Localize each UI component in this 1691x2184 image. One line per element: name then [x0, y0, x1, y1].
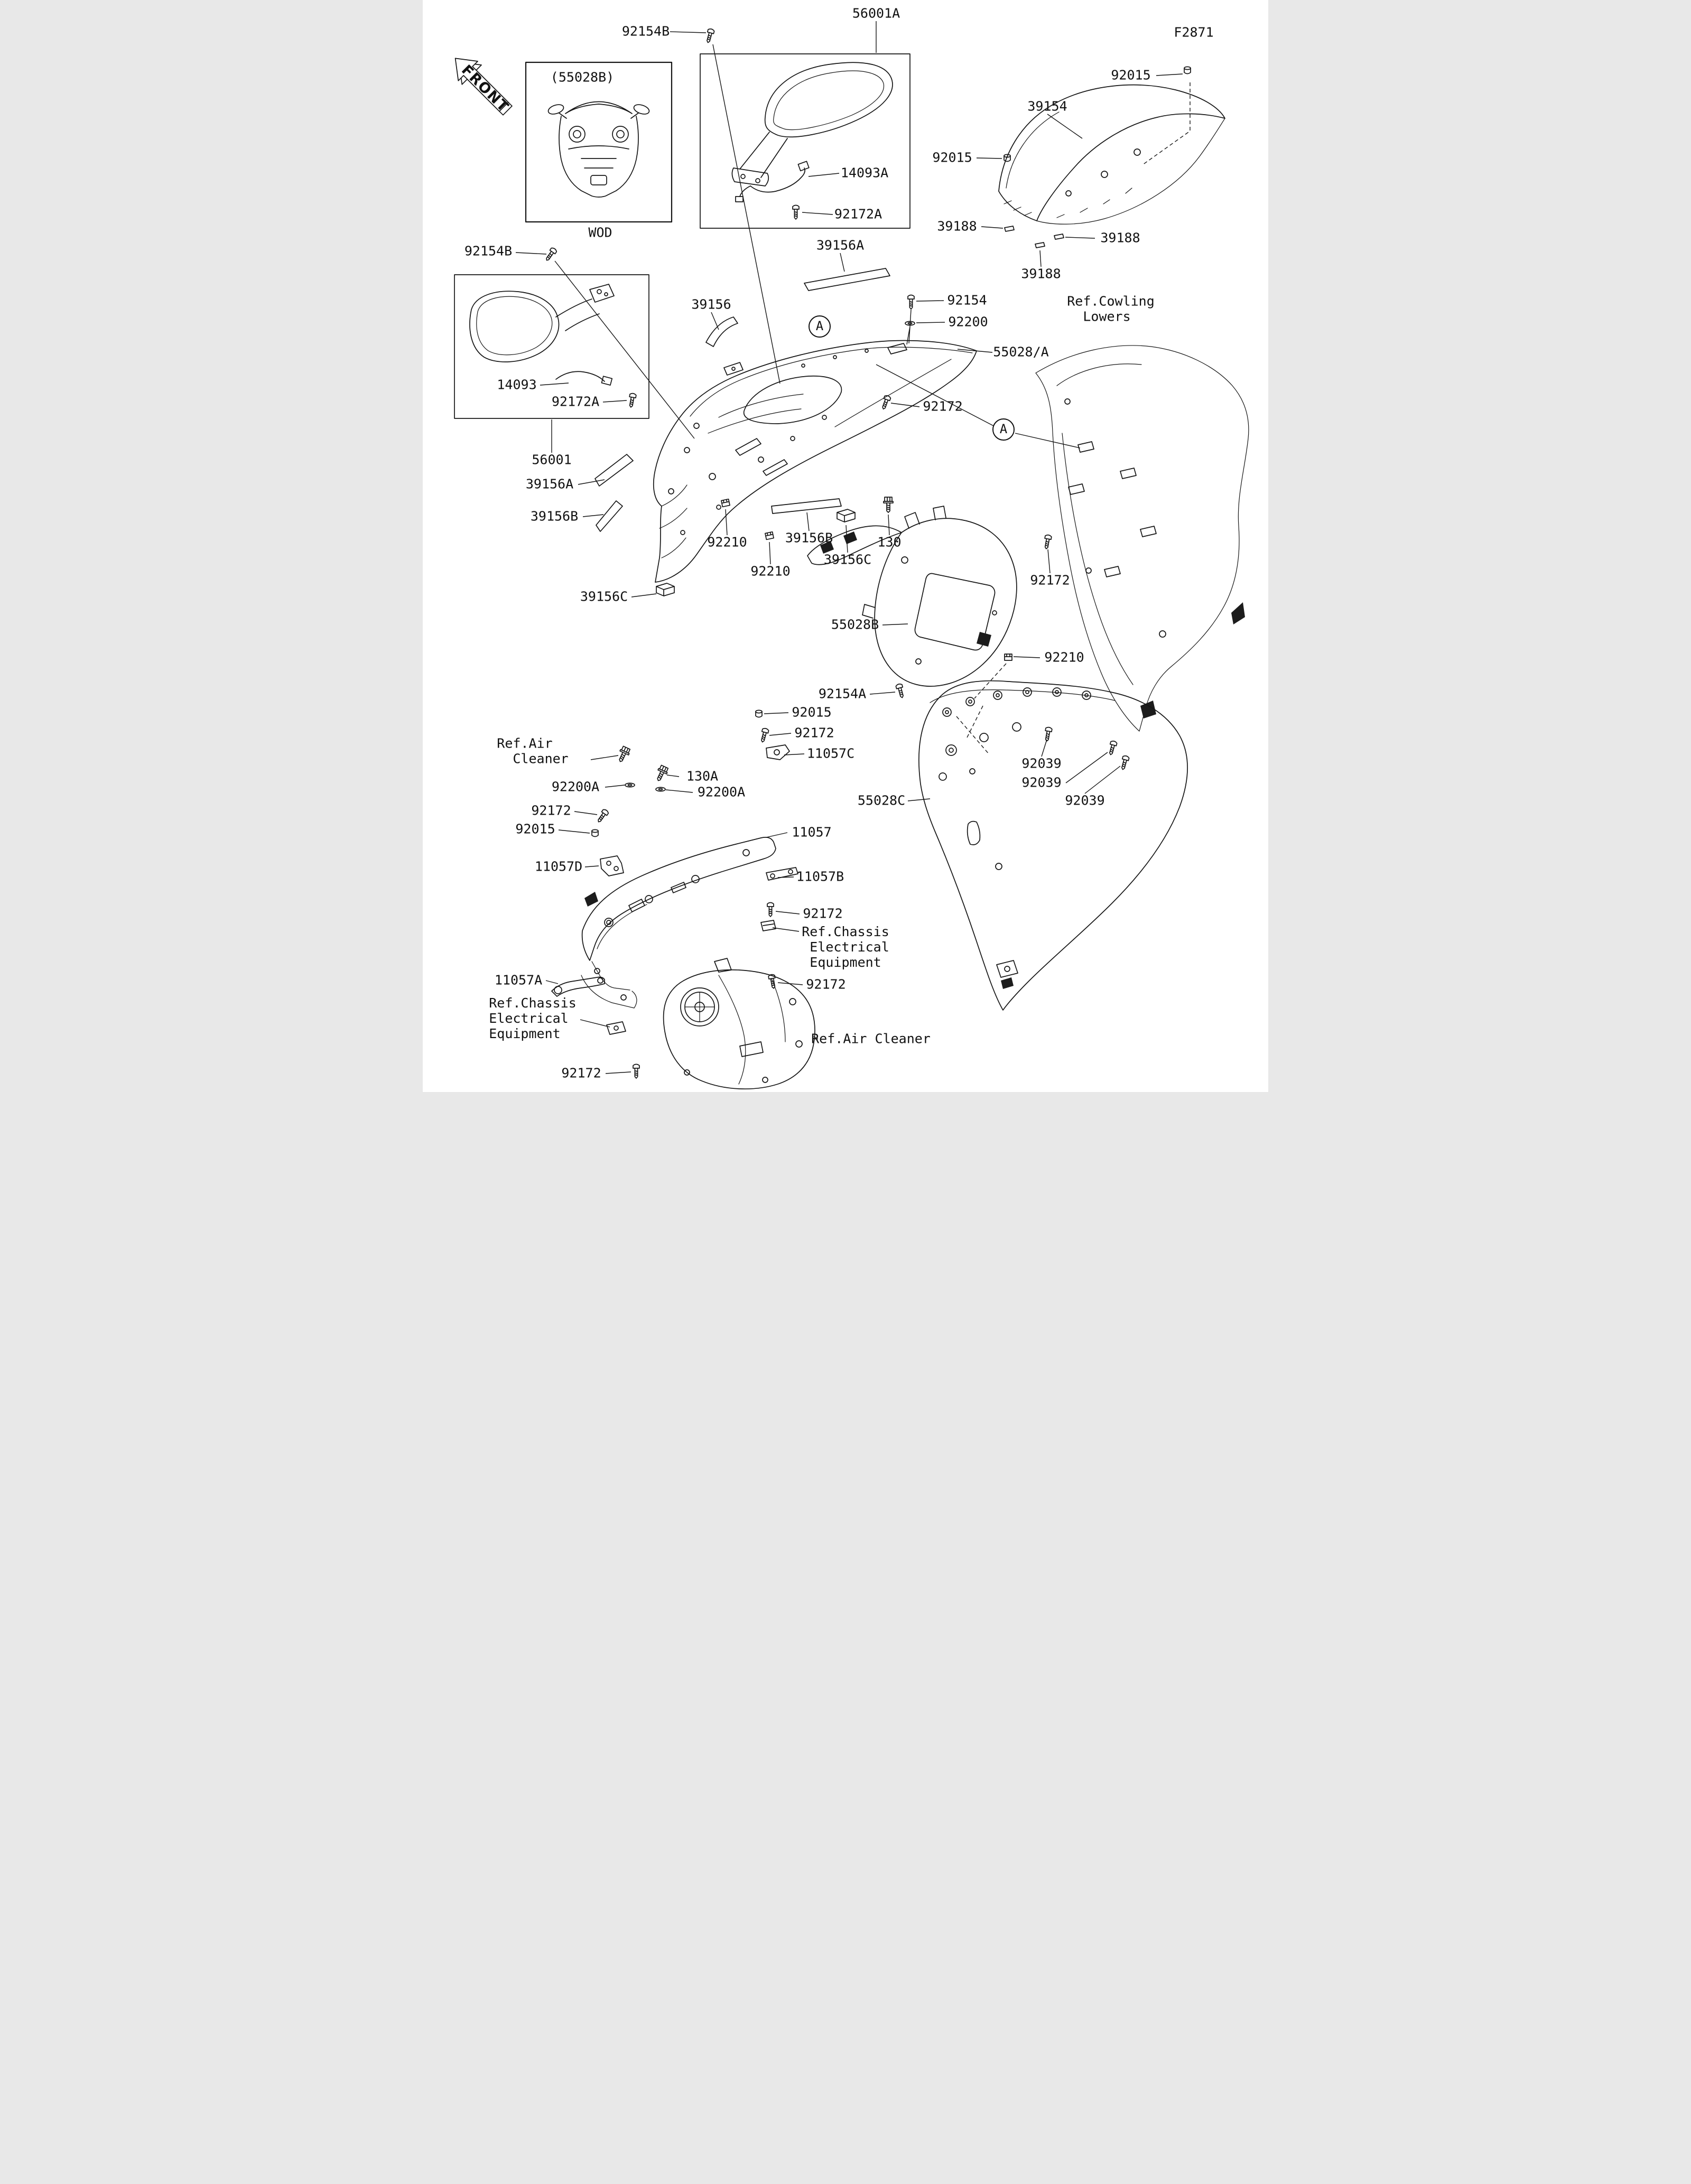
mirror-assembly-left: [454, 274, 649, 419]
cowling-lowers-ref: [1035, 345, 1249, 732]
meter-stay: [551, 710, 798, 1035]
upper-cowling: [653, 294, 977, 583]
lower-cowling: [918, 680, 1188, 1011]
front-arrow: [454, 58, 513, 116]
windshield: [998, 66, 1225, 248]
diagram-art: [454, 27, 1249, 1090]
trim-strips: [594, 268, 894, 596]
air-cleaner-ref: [633, 958, 815, 1090]
loose-fasteners: [543, 27, 994, 439]
mirror-assembly-right: [700, 53, 910, 229]
inner-cowling: [807, 506, 1017, 699]
inset-front-view: [525, 61, 673, 223]
